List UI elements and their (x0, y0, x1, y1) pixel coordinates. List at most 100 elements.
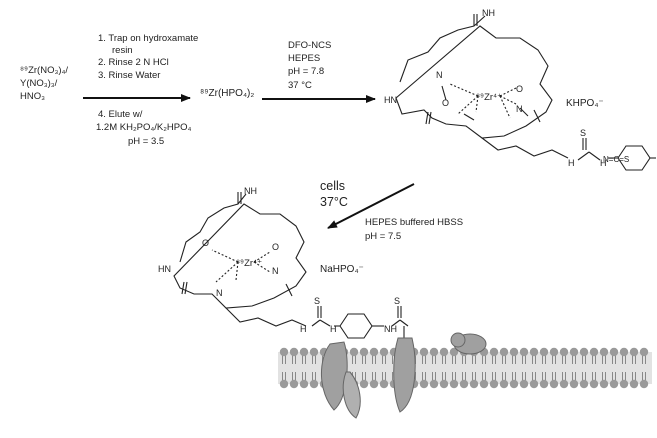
lipid-head (559, 347, 569, 357)
lipid-head (539, 347, 549, 357)
c1-metal: ⁸⁹Zr⁴⁺ (476, 92, 502, 103)
lipid-head (539, 379, 549, 389)
c1-byproduct: KHPO₄⁻ (566, 98, 604, 109)
lipid-head (619, 379, 629, 389)
lipid-head (419, 379, 429, 389)
lipid-head (609, 347, 619, 357)
c2-o2: O (272, 242, 279, 252)
lipid-head (479, 379, 489, 389)
membrane-protein-1 (320, 341, 348, 411)
c1-n: N (436, 70, 443, 80)
lipid-head (439, 379, 449, 389)
step2-temp: 37 °C (288, 80, 312, 91)
c2-n2: N (216, 288, 223, 298)
arrow-step3 (327, 183, 415, 229)
membrane-protein-5 (450, 332, 466, 348)
step1-trap: 1. Trap on hydroxamate (98, 33, 199, 44)
start-line2: Y(NO₃)₃/ (20, 78, 58, 89)
lipid-head (549, 347, 559, 357)
c1-o2: O (516, 84, 523, 94)
c2-nh-top: NH (244, 186, 257, 196)
lipid-head (489, 379, 499, 389)
start-line3: HNO₃ (20, 91, 45, 102)
lipid-head (369, 347, 379, 357)
lipid-head (289, 347, 299, 357)
c1-s: S (580, 128, 586, 138)
c1-hn-left: HN (384, 95, 397, 105)
step2-ph: pH = 7.8 (288, 66, 325, 77)
lipid-head (499, 379, 509, 389)
c2-hn-left: HN (158, 264, 171, 274)
c1-nh1: H (568, 158, 575, 168)
c2-h2: H (330, 324, 337, 334)
lipid-head (299, 347, 309, 357)
lipid-head (519, 379, 529, 389)
lipid-head (509, 379, 519, 389)
lipid-head (569, 379, 579, 389)
lipid-head (629, 379, 639, 389)
lipid-head (379, 347, 389, 357)
step1-elute: 4. Elute w/ (98, 109, 143, 120)
lipid-head (609, 379, 619, 389)
intermediate-label: ⁸⁹Zr(HPO₄)₂ (200, 88, 255, 99)
lipid-head (459, 379, 469, 389)
lipid-head (499, 347, 509, 357)
c1-nh-top: NH (482, 8, 495, 18)
step3-buffer: HEPES buffered HBSS (365, 217, 464, 228)
lipid-head (639, 379, 649, 389)
lipid-head (279, 347, 289, 357)
lipid-head (629, 347, 639, 357)
lipid-head (579, 379, 589, 389)
step1-ph: pH = 3.5 (128, 136, 165, 147)
lipid-head (469, 379, 479, 389)
lipid-head (619, 347, 629, 357)
step3-temp: 37°C (320, 195, 348, 209)
c1-ncs: N=C=S (603, 155, 629, 164)
lipid-head (369, 379, 379, 389)
lipid-head (359, 379, 369, 389)
lipid-head (439, 347, 449, 357)
c1-n2: N (516, 104, 523, 114)
zr-dfo-complex-1 (395, 14, 656, 171)
lipid-head (299, 379, 309, 389)
lipid-head (419, 347, 429, 357)
lipid-head (529, 379, 539, 389)
step3-cells: cells (320, 179, 346, 193)
step1-resin: resin (112, 45, 133, 56)
step3-ph: pH = 7.5 (365, 231, 402, 242)
c1-o: O (442, 98, 449, 108)
lipid-head (359, 347, 369, 357)
lipid-head (639, 347, 649, 357)
c2-n: N (272, 266, 279, 276)
lipid-head (489, 347, 499, 357)
step2-reagent: DFO-NCS (288, 40, 332, 51)
lipid-head (449, 379, 459, 389)
lipid-head (579, 347, 589, 357)
zr-dfo-complex-2 (173, 192, 409, 340)
lipid-head (289, 379, 299, 389)
c2-o: O (202, 238, 209, 248)
lipid-head (449, 347, 459, 357)
lipid-head (349, 347, 359, 357)
lipid-head (589, 379, 599, 389)
step1-rinse-water: 3. Rinse Water (98, 70, 161, 81)
lipid-head (279, 379, 289, 389)
lipid-head (509, 347, 519, 357)
lipid-head (529, 347, 539, 357)
lipid-head (589, 347, 599, 357)
step2-buffer: HEPES (288, 53, 321, 64)
membrane-protein-2 (342, 371, 361, 419)
lipid-head (309, 379, 319, 389)
lipid-head (519, 347, 529, 357)
lipid-head (549, 379, 559, 389)
lipid-head (569, 347, 579, 357)
start-line1: ⁸⁹Zr(NO₃)₄/ (20, 65, 69, 76)
lipid-head (599, 379, 609, 389)
c2-s1: S (314, 296, 320, 306)
lipid-head (429, 347, 439, 357)
lipid-head (309, 347, 319, 357)
lipid-head (429, 379, 439, 389)
starting-material: ⁸⁹Zr(NO₃)₄/ Y(NO₃)₃/ HNO₃ (20, 64, 68, 103)
step1-rinse-hcl: 2. Rinse 2 N HCl (98, 57, 169, 68)
c2-byproduct: NaHPO₄⁻ (320, 264, 364, 275)
